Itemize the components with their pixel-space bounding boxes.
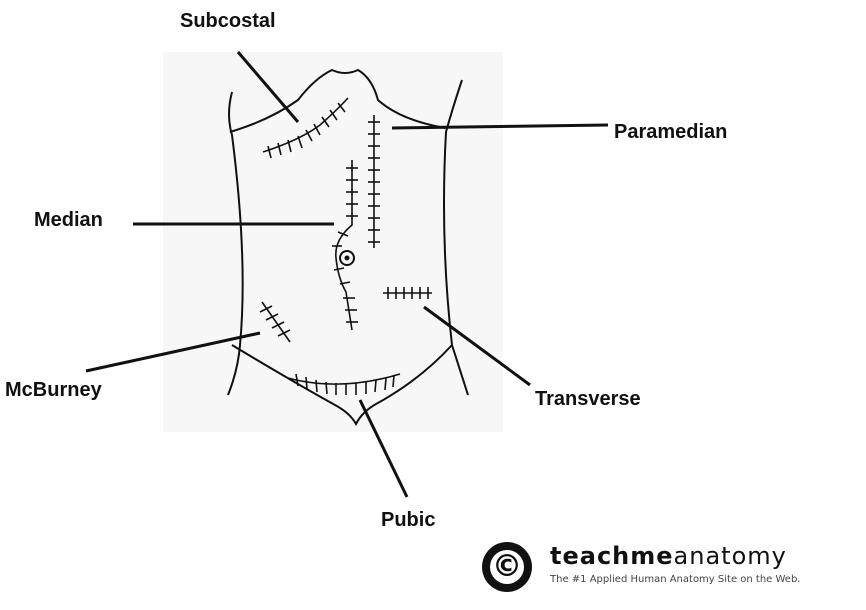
transverse-incision <box>383 287 432 299</box>
label-median: Median <box>34 209 103 231</box>
median-incision <box>332 160 358 331</box>
leader-lines <box>85 51 609 498</box>
logo-name: teachmeanatomy <box>550 542 787 570</box>
teachmeanatomy-logo: © teachmeanatomy The #1 Applied Human An… <box>480 540 860 596</box>
pubic-incision <box>287 373 401 395</box>
label-paramedian: Paramedian <box>614 121 728 143</box>
mcburney-incision <box>259 301 291 343</box>
umbilicus-center <box>344 255 350 261</box>
label-transverse: Transverse <box>535 388 641 410</box>
copyright-symbol: © <box>492 549 522 584</box>
copyright-icon: © <box>482 542 532 592</box>
right-side <box>443 79 469 396</box>
logo-tagline: The #1 Applied Human Anatomy Site on the… <box>550 574 801 585</box>
left-side <box>227 91 244 396</box>
subcostal-incision <box>262 97 349 159</box>
torso-outline <box>227 68 469 427</box>
subcostal-leader <box>236 51 300 123</box>
logo-name-rest: anatomy <box>673 542 787 570</box>
logo-name-bold: teachme <box>550 542 674 570</box>
neck-notch <box>229 68 446 133</box>
pubic-leader <box>358 399 409 498</box>
umbilicus-icon <box>339 250 355 266</box>
label-pubic: Pubic <box>381 509 436 531</box>
mcburney-leader <box>85 331 261 373</box>
paramedian-incision <box>368 115 380 248</box>
label-subcostal: Subcostal <box>180 10 276 32</box>
label-mcburney: McBurney <box>5 379 102 401</box>
groin-line <box>231 344 453 427</box>
paramedian-leader <box>391 123 609 130</box>
transverse-leader <box>423 305 531 387</box>
